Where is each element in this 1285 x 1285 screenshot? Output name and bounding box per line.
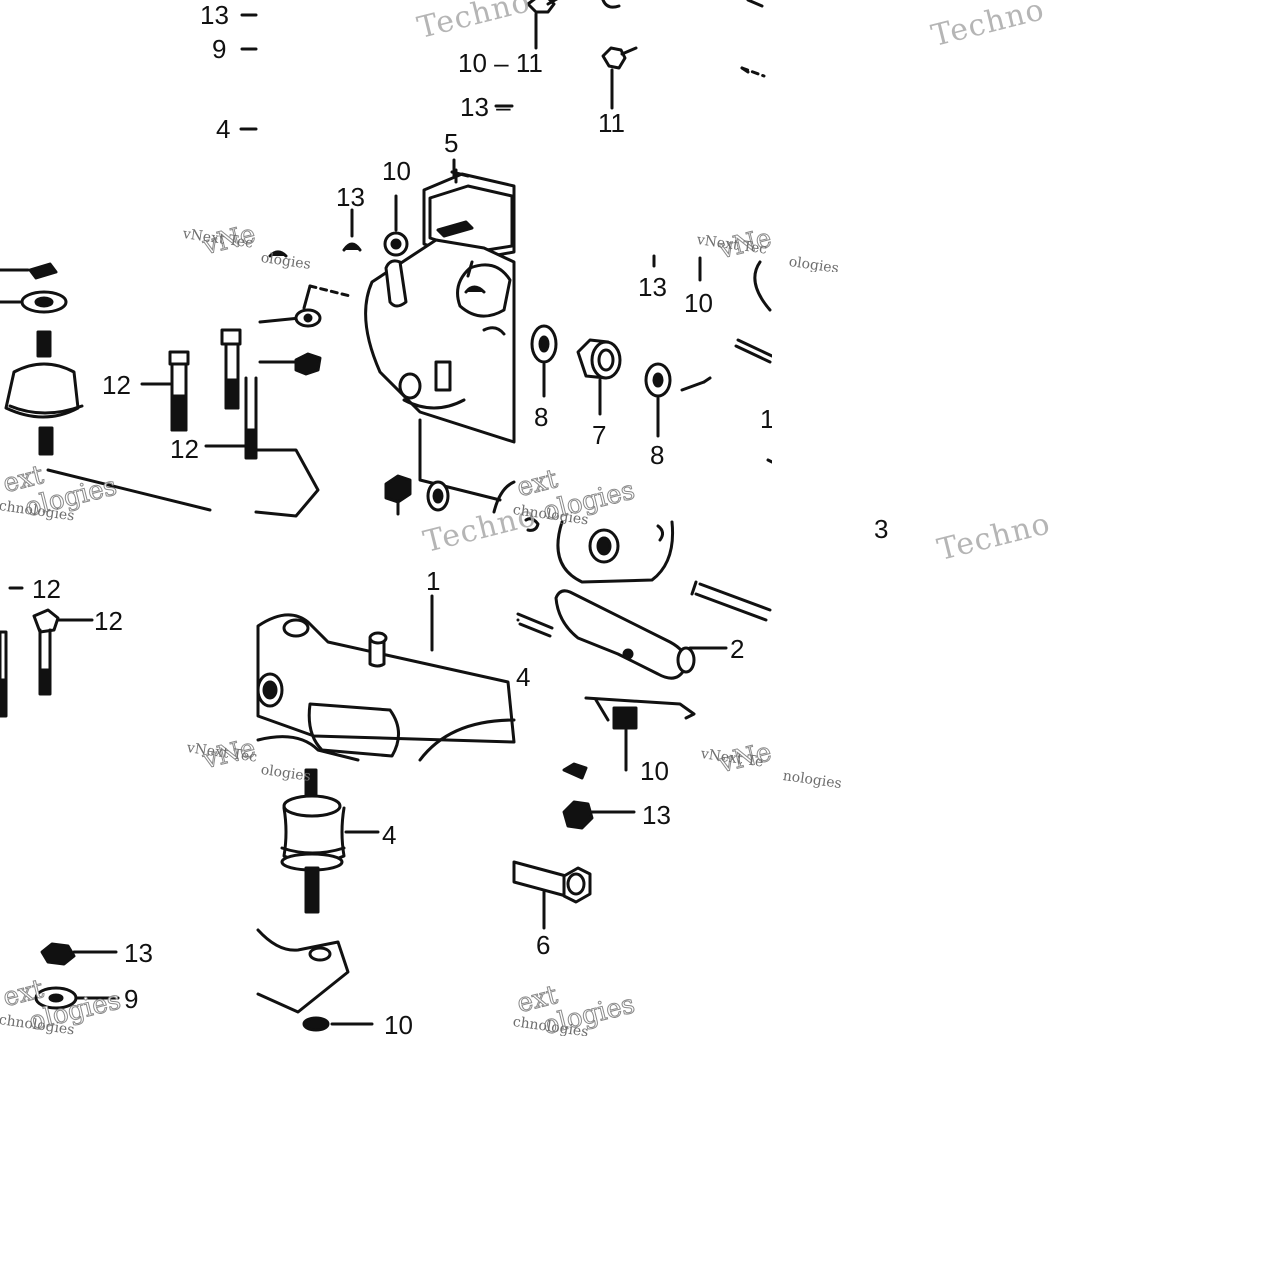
bolt-11-mid bbox=[601, 46, 638, 110]
blank-area bbox=[860, 790, 1285, 1040]
blank-area bbox=[620, 1030, 1285, 1285]
stud-3 bbox=[690, 580, 772, 622]
callout-number: 10 – 11 bbox=[458, 48, 543, 78]
callout-number: 13 bbox=[638, 272, 667, 302]
engine-mount-bottom bbox=[280, 768, 380, 914]
bracket-arm-right bbox=[524, 517, 675, 584]
callout-number: 4 bbox=[516, 662, 531, 692]
main-bracket-upper bbox=[364, 238, 516, 502]
callout-number: 4 bbox=[216, 114, 231, 144]
washer-9-bottom bbox=[34, 986, 120, 1010]
callout-number: 10 bbox=[684, 288, 713, 318]
callout-number: 4 bbox=[382, 820, 397, 850]
spring-clip bbox=[584, 696, 696, 772]
bolt-12-b bbox=[220, 328, 242, 410]
blank-area bbox=[772, 272, 1285, 512]
blank-area bbox=[772, 560, 1285, 740]
washer-8-left bbox=[530, 324, 558, 398]
nut-13-bottom bbox=[562, 800, 636, 830]
callout-number: 13 bbox=[124, 938, 153, 968]
callout-number: 12 bbox=[32, 574, 61, 604]
callout-number: 10 bbox=[382, 156, 411, 186]
callout-number: 1 bbox=[760, 404, 775, 434]
bolt-12-a bbox=[140, 350, 190, 432]
bolt-6 bbox=[512, 860, 592, 930]
callout-number: 12 bbox=[94, 606, 123, 636]
engine-mount-left bbox=[0, 262, 212, 512]
lever-2 bbox=[554, 589, 726, 680]
callout-number: 10 bbox=[384, 1010, 413, 1040]
nut-13-left bbox=[40, 942, 118, 966]
callout-number: 9 bbox=[212, 34, 227, 64]
callout-number: 13 – bbox=[460, 92, 511, 122]
blank-area bbox=[772, 70, 1285, 254]
callout-number: 1 bbox=[426, 566, 441, 596]
callout-number: 8 bbox=[650, 440, 665, 470]
washer-8-right bbox=[644, 362, 712, 438]
callout-number: 12 bbox=[102, 370, 131, 400]
nut-13-lower bbox=[384, 474, 412, 516]
callout-number: 3 bbox=[874, 514, 889, 544]
callout-number: 13 bbox=[642, 800, 671, 830]
nut-7 bbox=[576, 338, 622, 416]
main-bracket-lower bbox=[256, 594, 516, 762]
callout-number: 6 bbox=[536, 930, 551, 960]
bolt-11-top bbox=[526, 0, 559, 50]
callout-number: 8 bbox=[534, 402, 549, 432]
callout-number: 5 bbox=[444, 128, 459, 158]
callout-number: 7 bbox=[592, 420, 607, 450]
bolt-12-c bbox=[204, 376, 258, 460]
callout-number: 9 bbox=[124, 984, 139, 1014]
washer-10-top bbox=[383, 194, 409, 257]
bolt-12-d bbox=[32, 608, 94, 696]
callout-number: 13 bbox=[336, 182, 365, 212]
callout-number: 11 bbox=[598, 108, 625, 138]
rubber-block-5 bbox=[422, 158, 516, 262]
callout-number: 13 bbox=[200, 0, 229, 30]
callout-number: 10 bbox=[640, 756, 669, 786]
callout-number: 2 bbox=[730, 634, 745, 664]
callout-number: 12 bbox=[170, 434, 199, 464]
